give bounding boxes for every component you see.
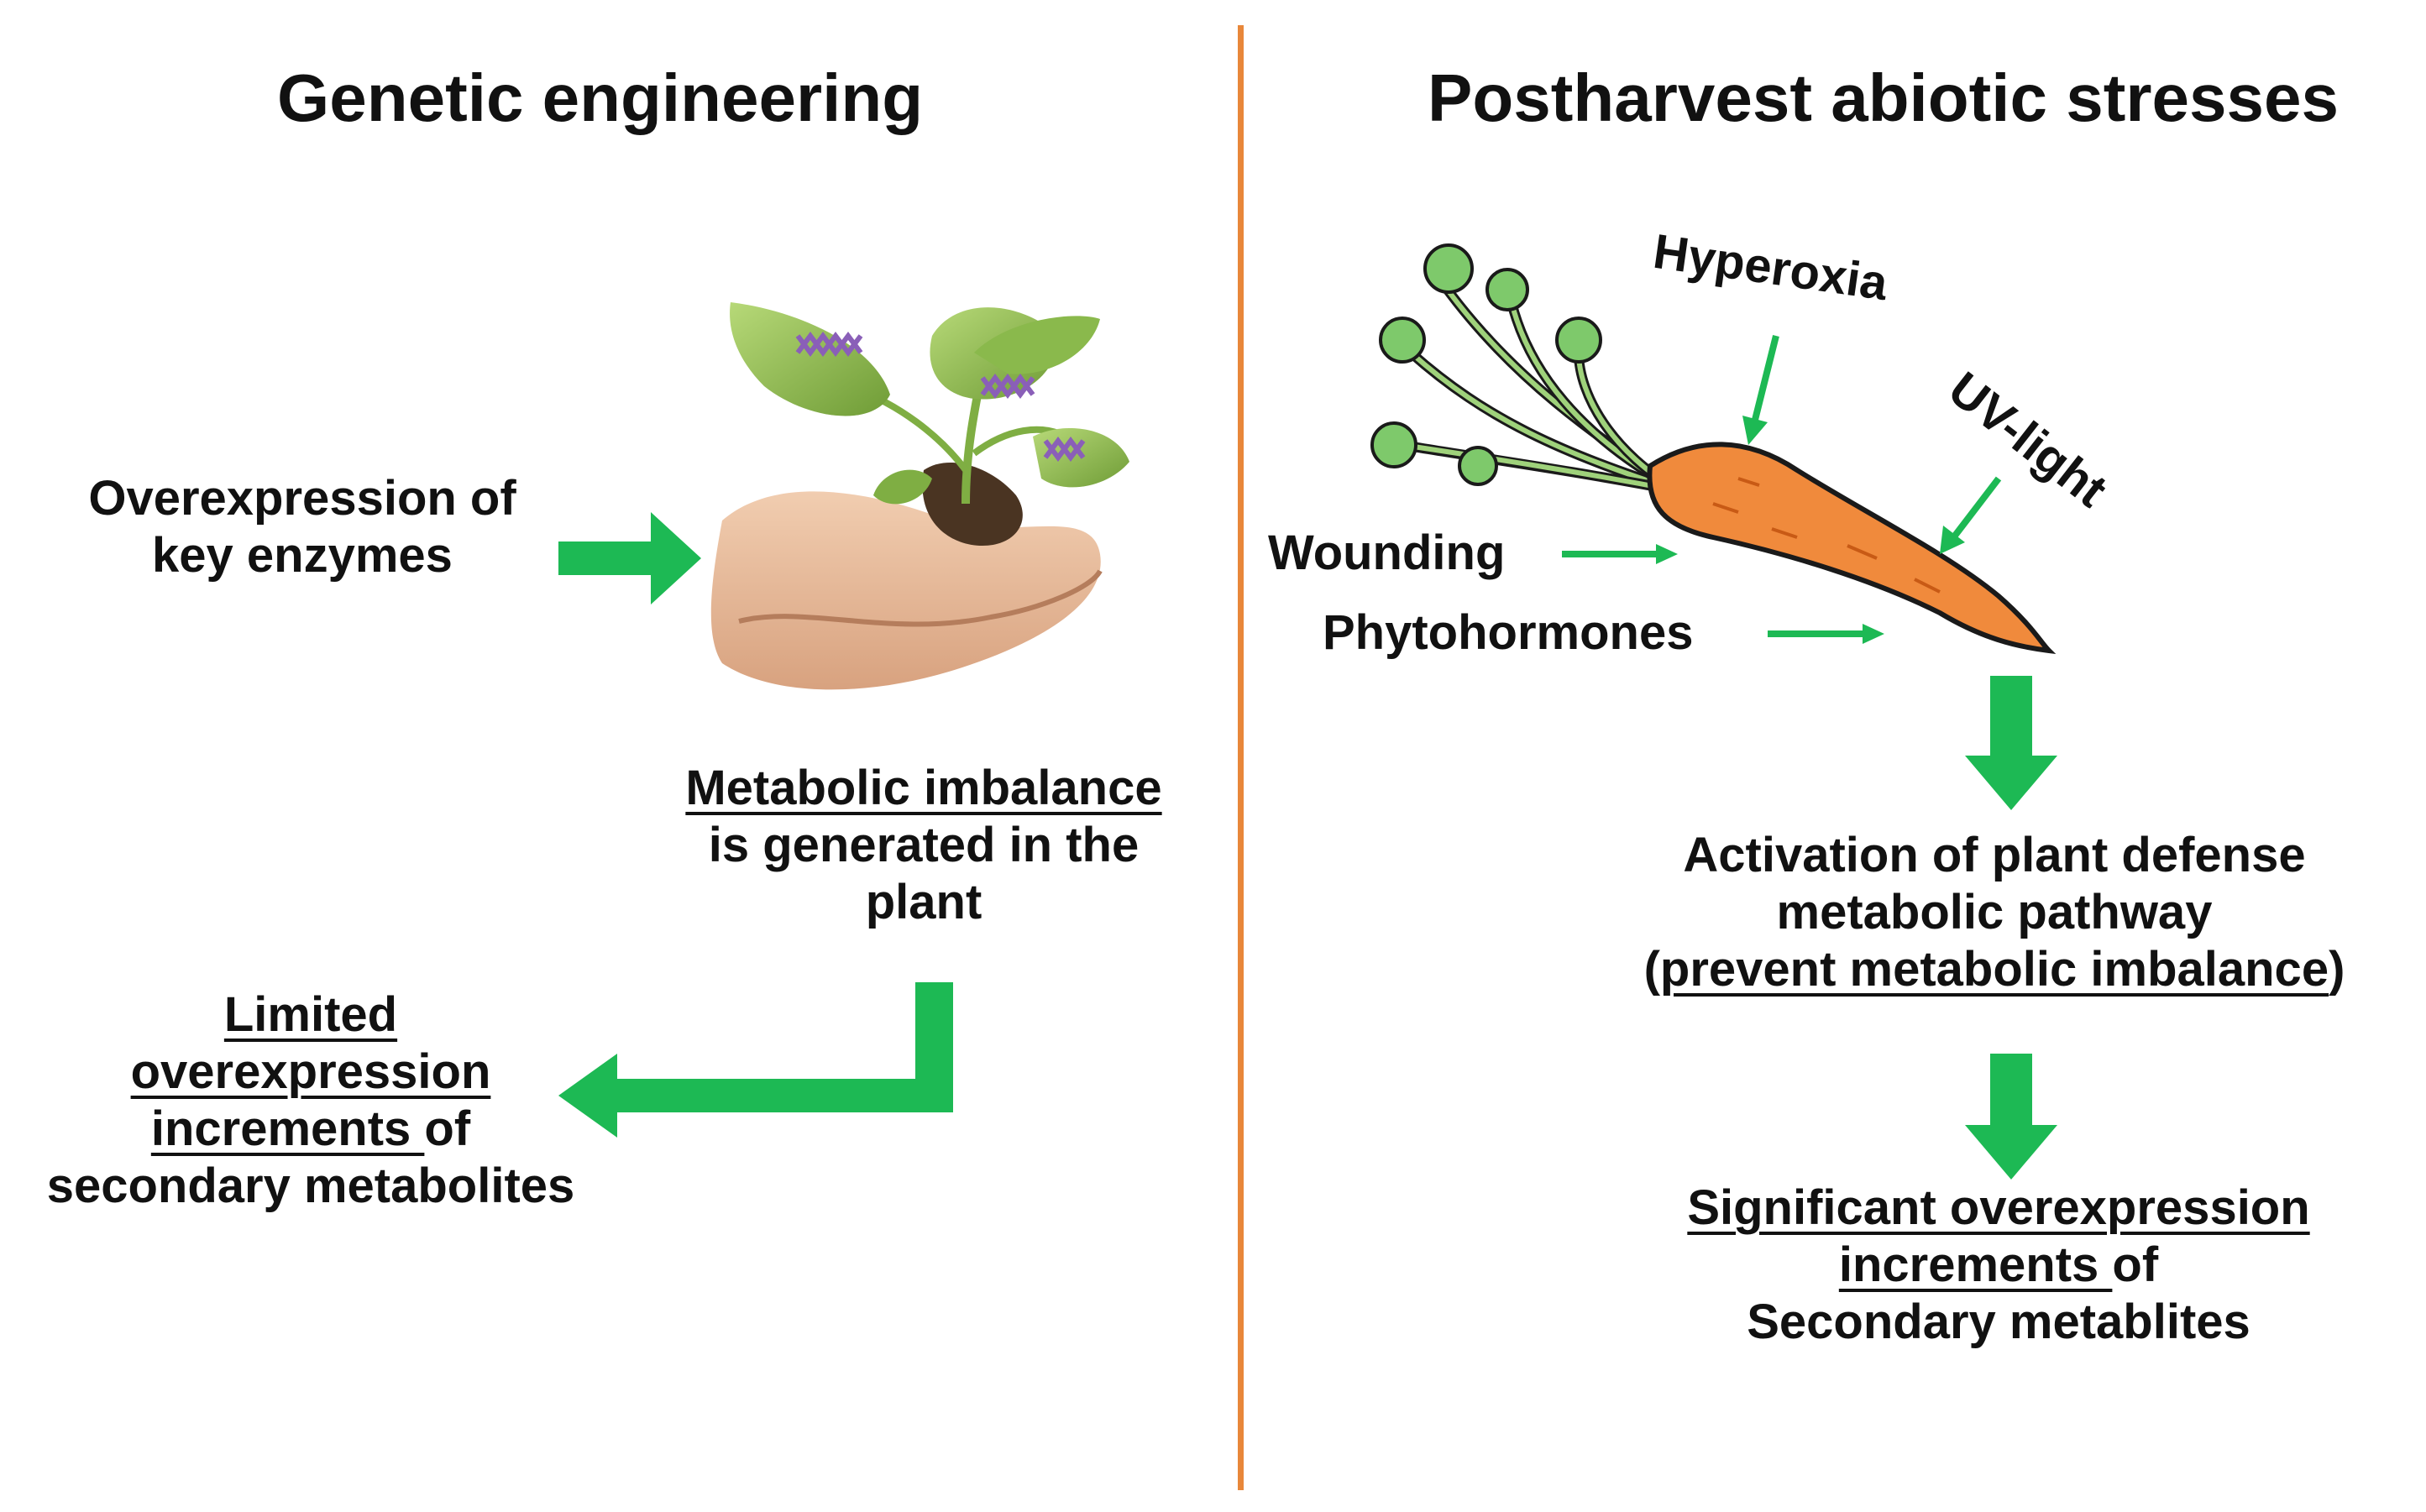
arrow-uv-light: [1940, 526, 1965, 554]
limited-overexpression-label: Limited overexpression increments of sec…: [46, 987, 575, 1213]
panel-divider: [1238, 25, 1244, 1490]
right-title: Postharvest abiotic stresses: [1428, 60, 2339, 135]
metabolic-imbalance-label: Metabolic imbalance is generated in the …: [685, 761, 1162, 929]
activation-label: Activation of plant defense metabolic pa…: [1643, 828, 2345, 997]
enzymes-label: Overexpression of key enzymes: [88, 471, 516, 583]
arrow-activation-to-result: [1965, 1054, 2057, 1180]
arrow-imbalance-to-limited: [558, 982, 953, 1138]
stress-phytohormones: Phytohormones: [1323, 605, 1694, 660]
arrow-carrot-to-activation: [1965, 676, 2057, 810]
arrow-phytohormones: [1863, 624, 1884, 644]
stress-wounding: Wounding: [1268, 526, 1506, 580]
significant-overexpression-label: Significant overexpression increments of…: [1687, 1180, 2310, 1349]
seedling-in-hands-illustration: [710, 302, 1129, 690]
carrot-illustration: [1370, 243, 2057, 655]
arrow-enzymes-to-plant: [558, 512, 701, 604]
left-title: Genetic engineering: [277, 60, 924, 135]
arrow-hyperoxia: [1742, 416, 1768, 445]
arrow-wounding: [1656, 544, 1678, 564]
